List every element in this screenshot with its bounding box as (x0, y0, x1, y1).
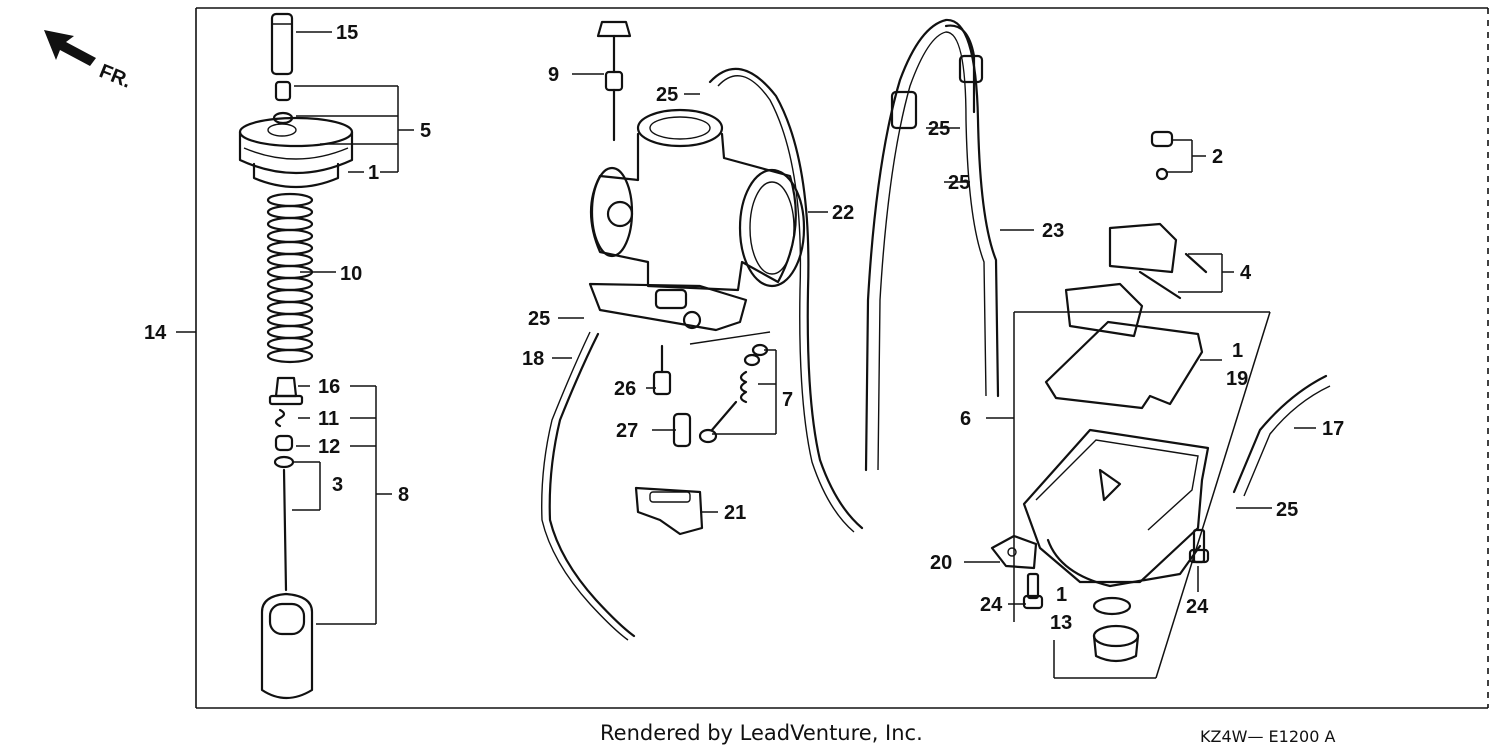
carburetor-body (588, 20, 806, 345)
callout-19: 19 (1226, 368, 1248, 390)
vent-hose-22 (708, 67, 864, 530)
callout-25-a: 25 (656, 84, 678, 106)
callout-11: 11 (318, 408, 339, 430)
callout-25-d: 25 (948, 172, 970, 194)
callout-18: 18 (522, 348, 544, 370)
callout-7: 7 (782, 389, 793, 411)
callout-5: 5 (420, 120, 431, 142)
callout-26: 26 (614, 378, 636, 400)
diagram-code: KZ4W— E1200 A (1200, 727, 1335, 746)
diagram-frame (195, 7, 1489, 709)
callout-13-prefix: 1 (1056, 584, 1067, 606)
callout-24-right: 24 (1186, 596, 1209, 618)
direction-label: FR. (96, 60, 134, 92)
callout-4: 4 (1240, 262, 1252, 284)
callout-9: 9 (548, 64, 559, 86)
callout-25-b: 25 (528, 308, 550, 330)
callout-25-e: 25 (1276, 499, 1298, 521)
callout-labels: 15 5 1 10 14 16 11 12 3 8 9 25 22 25 18 … (144, 22, 1344, 634)
callout-25-c: 25 (928, 118, 950, 140)
callout-15: 15 (336, 22, 358, 44)
throttle-spring (266, 192, 314, 364)
callout-10: 10 (340, 263, 362, 285)
float-bowl-group (990, 130, 1331, 679)
callout-17: 17 (1322, 418, 1344, 440)
callout-1-top-cap: 1 (368, 162, 379, 184)
overflow-hose-18 (548, 332, 636, 638)
callout-14: 14 (144, 322, 167, 344)
callout-16: 16 (318, 376, 340, 398)
front-direction-arrow: FR. (44, 30, 134, 93)
breather-hose-23 (864, 18, 1000, 472)
footer-credit: Rendered by LeadVenture, Inc. (600, 721, 923, 745)
callout-13: 13 (1050, 612, 1072, 634)
callout-8: 8 (398, 484, 409, 506)
callout-27: 27 (616, 420, 638, 442)
callout-6: 6 (960, 408, 971, 430)
callout-22: 22 (832, 202, 854, 224)
leader-lines (176, 31, 1316, 625)
callout-23: 23 (1042, 220, 1064, 242)
callout-19-prefix: 1 (1232, 340, 1243, 362)
callout-2: 2 (1212, 146, 1223, 168)
callout-20: 20 (930, 552, 952, 574)
small-parts-center (634, 343, 769, 536)
callout-24-left: 24 (980, 594, 1003, 616)
callout-21: 21 (724, 502, 746, 524)
callout-12: 12 (318, 436, 340, 458)
callout-3: 3 (332, 474, 343, 496)
